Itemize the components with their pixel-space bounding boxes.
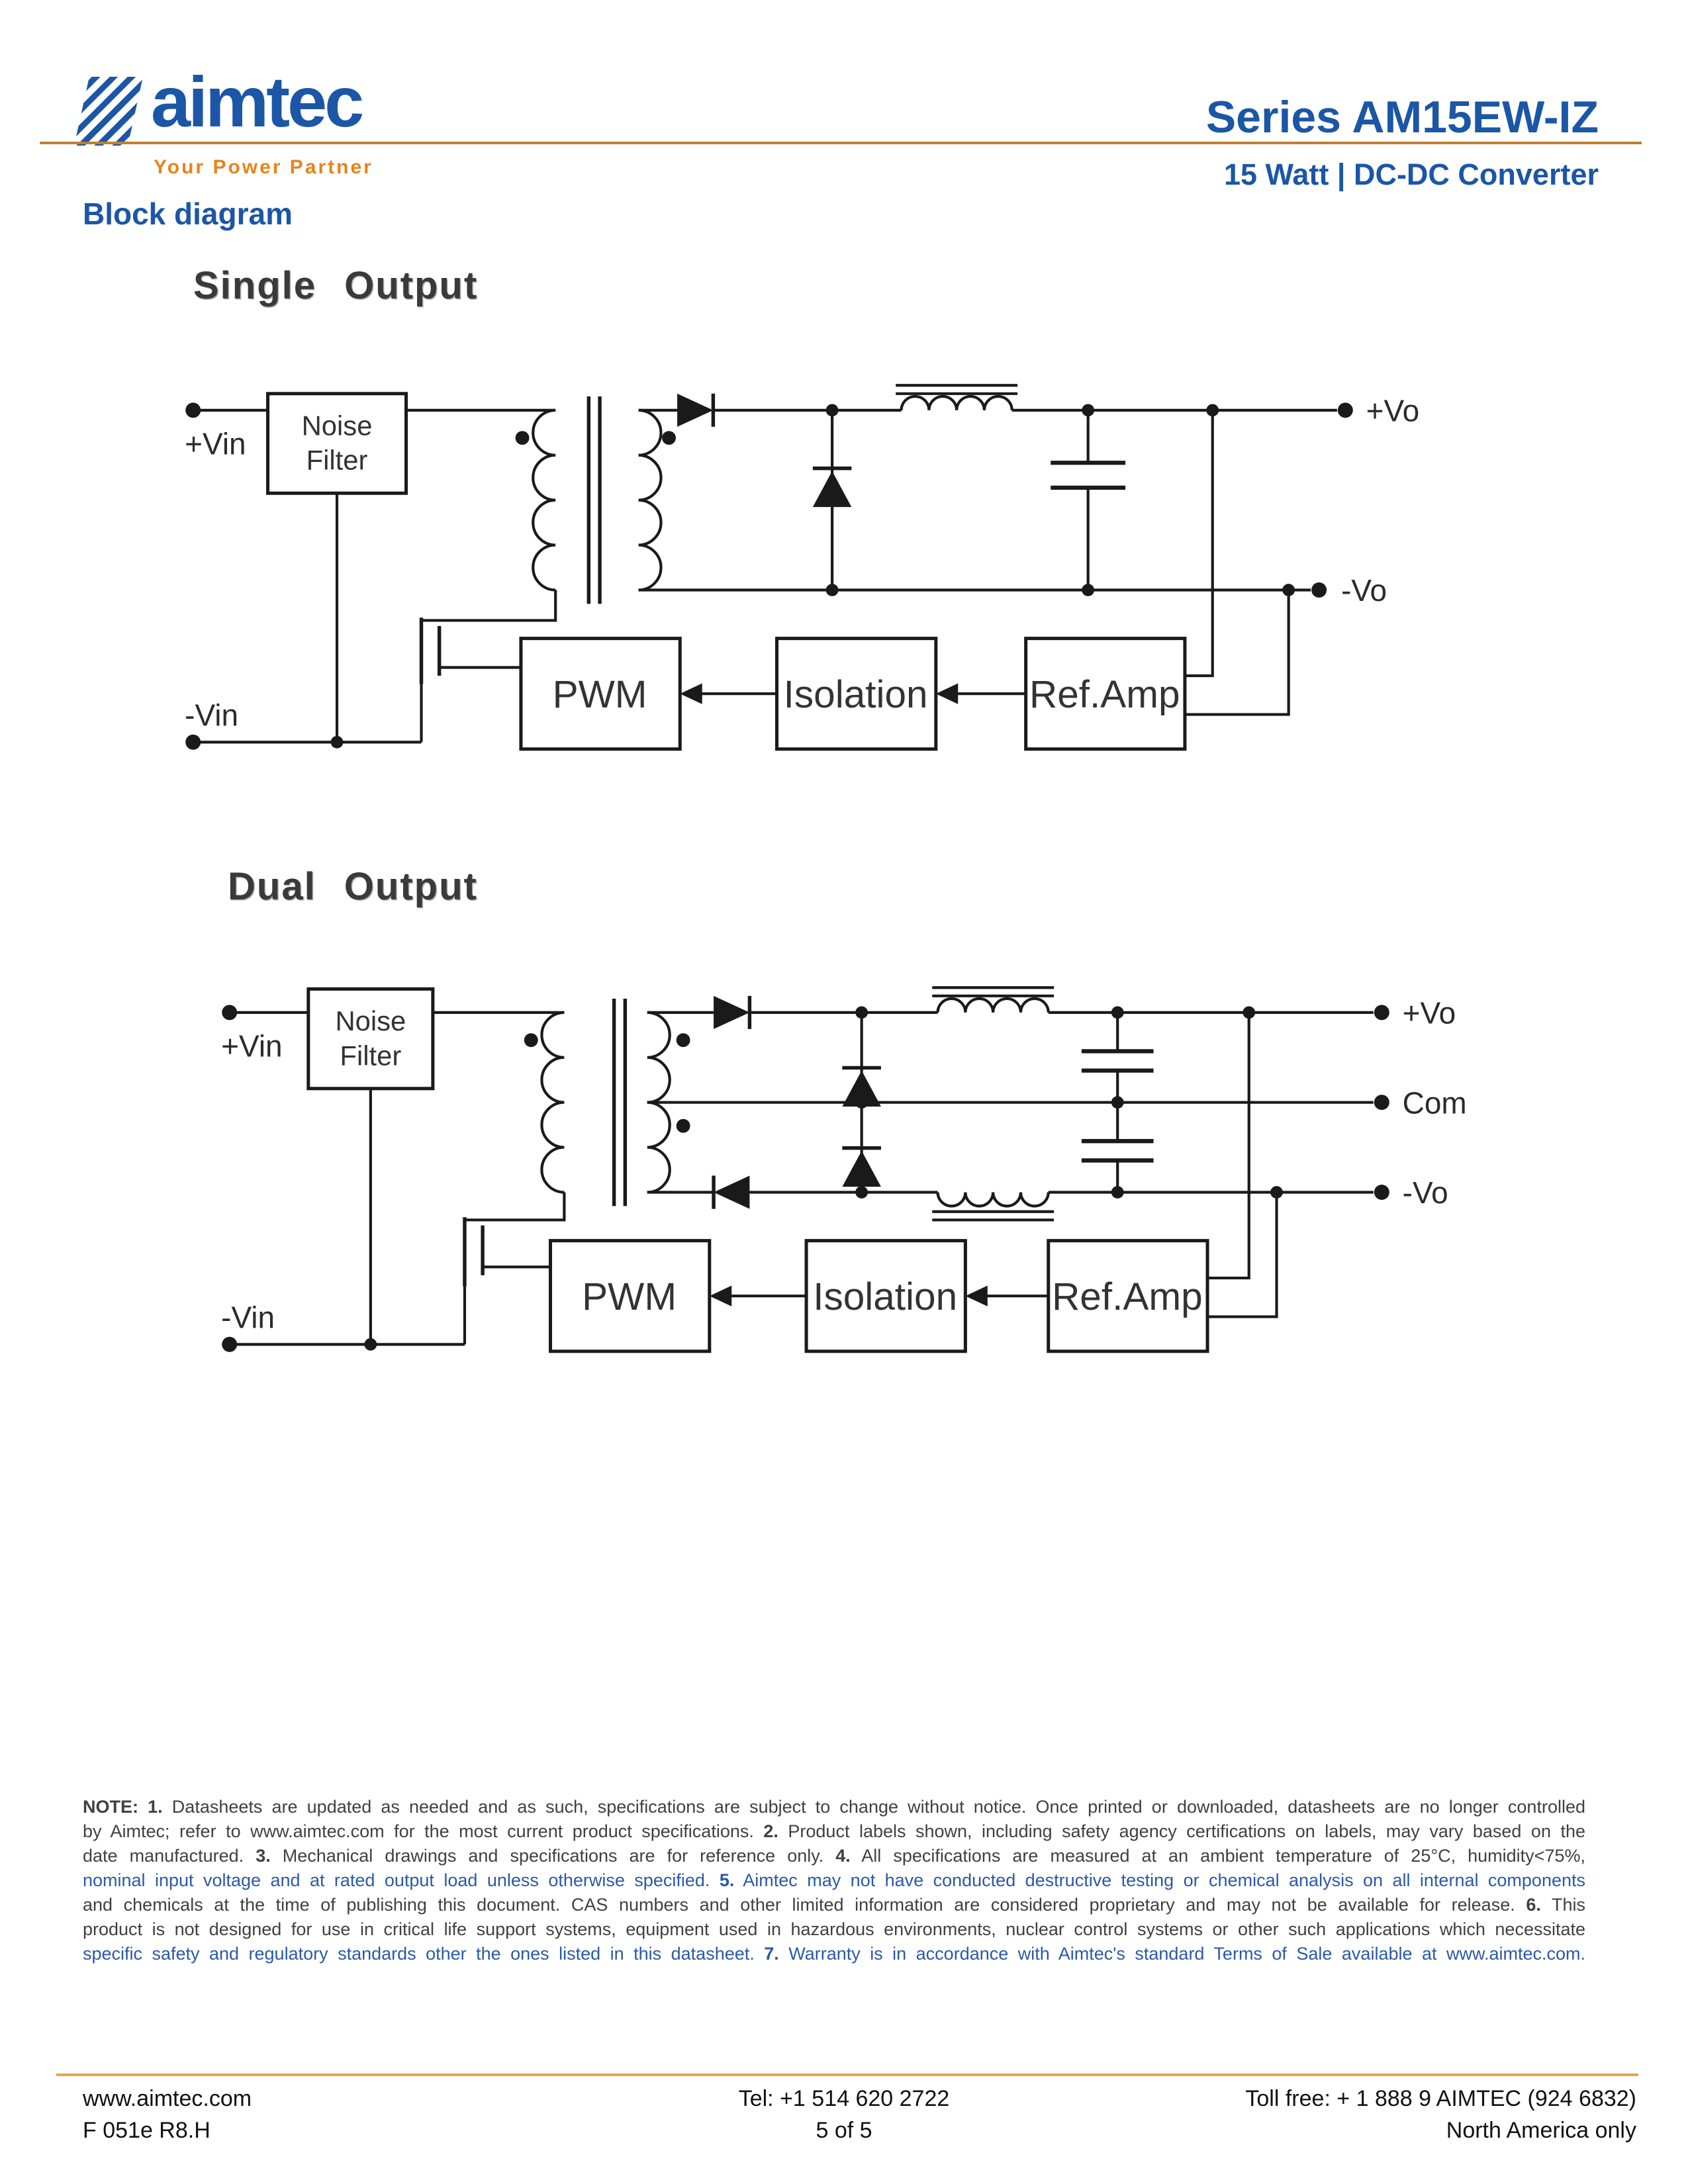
svg-text:-Vin: -Vin bbox=[221, 1300, 275, 1334]
svg-text:-Vo: -Vo bbox=[1403, 1175, 1448, 1210]
pwm-box: PWM bbox=[548, 1239, 712, 1353]
aimtec-logo-icon bbox=[74, 77, 143, 146]
svg-text:Noise: Noise bbox=[335, 1005, 406, 1036]
single-output-diagram: Noise Filter bbox=[185, 384, 1419, 751]
footer-doc-ref: F 051e R8.H bbox=[83, 2118, 211, 2143]
footer-region: North America only bbox=[1446, 2118, 1636, 2143]
svg-text:Filter: Filter bbox=[306, 445, 368, 476]
bottom-inductor-icon bbox=[932, 1192, 1055, 1222]
top-rectifier-diode-icon bbox=[714, 995, 752, 1029]
svg-text:-Vo: -Vo bbox=[1341, 573, 1387, 608]
control-arrows bbox=[709, 1285, 1049, 1306]
dual-output-title: Dual Output bbox=[228, 865, 478, 908]
rectifier-diode-icon bbox=[677, 393, 716, 427]
svg-text:PWM: PWM bbox=[582, 1275, 677, 1318]
svg-text:Isolation: Isolation bbox=[784, 673, 928, 716]
output-rails bbox=[647, 1011, 1374, 1194]
aimtec-logo-text: aimtec bbox=[151, 62, 364, 142]
svg-text:Filter: Filter bbox=[340, 1040, 401, 1071]
svg-text:PWM: PWM bbox=[553, 673, 647, 716]
noise-filter-box: Noise Filter bbox=[306, 987, 435, 1091]
footer-telephone: Tel: +1 514 620 2722 bbox=[738, 2086, 950, 2111]
single-output-title: Single Output bbox=[193, 264, 479, 307]
feedback-wires bbox=[1207, 1006, 1283, 1318]
svg-text:Noise: Noise bbox=[302, 410, 373, 441]
transformer-icon bbox=[515, 396, 676, 604]
note-line: nominal input voltage and at rated outpu… bbox=[83, 1870, 1585, 1890]
feedback-wires bbox=[1184, 404, 1295, 716]
top-inductor-icon bbox=[932, 986, 1055, 1013]
input-wires bbox=[193, 408, 556, 749]
footer-rule bbox=[56, 2073, 1638, 2076]
footer-tollfree: Toll free: + 1 888 9 AIMTEC (924 6832) bbox=[1245, 2086, 1636, 2111]
svg-text:-Vin: -Vin bbox=[185, 698, 238, 732]
svg-text:Isolation: Isolation bbox=[813, 1275, 957, 1318]
dual-output-diagram: Noise Filter bbox=[221, 986, 1467, 1353]
terminals bbox=[185, 402, 1353, 750]
note-line: date manufactured. 3. Mechanical drawing… bbox=[83, 1846, 1585, 1866]
header-rule bbox=[40, 142, 1642, 144]
footer-page-number: 5 of 5 bbox=[816, 2118, 872, 2143]
refamp-box: Ref.Amp bbox=[1047, 1239, 1209, 1353]
isolation-box: Isolation bbox=[804, 1239, 967, 1353]
svg-text:+Vo: +Vo bbox=[1366, 394, 1420, 428]
svg-text:Ref.Amp: Ref.Amp bbox=[1029, 673, 1180, 716]
svg-text:Ref.Amp: Ref.Amp bbox=[1052, 1275, 1203, 1318]
output-capacitor-icon bbox=[1051, 404, 1126, 596]
block-diagram-heading: Block diagram bbox=[83, 197, 293, 231]
terminal-labels: +Vin -Vin +Vo Com -Vo bbox=[221, 996, 1467, 1335]
refamp-box: Ref.Amp bbox=[1024, 637, 1187, 751]
notes-section: NOTE: 1. Datasheets are updated as neede… bbox=[83, 1795, 1585, 1966]
svg-text:Com: Com bbox=[1403, 1085, 1467, 1120]
note-line: NOTE: 1. Datasheets are updated as neede… bbox=[83, 1797, 1585, 1817]
note-line: and chemicals at the time of publishing … bbox=[83, 1895, 1585, 1915]
control-arrows bbox=[680, 683, 1026, 704]
terminal-labels: +Vin -Vin +Vo -Vo bbox=[185, 394, 1419, 733]
transformer-icon bbox=[524, 998, 690, 1206]
terminals bbox=[222, 1005, 1389, 1352]
output-rails bbox=[638, 408, 1337, 592]
noise-filter-box: Noise Filter bbox=[266, 392, 408, 495]
output-inductor-icon bbox=[896, 384, 1018, 410]
pwm-box: PWM bbox=[519, 637, 682, 751]
logo-tagline: Your Power Partner bbox=[154, 156, 373, 178]
svg-text:+Vin: +Vin bbox=[185, 427, 246, 461]
freewheel-diode-icon bbox=[812, 404, 852, 596]
mosfet-icon bbox=[463, 1192, 566, 1345]
series-subtitle: 15 Watt | DC-DC Converter bbox=[1224, 158, 1599, 191]
svg-text:+Vo: +Vo bbox=[1403, 996, 1456, 1030]
bottom-rectifier-diode-icon bbox=[712, 1175, 750, 1209]
bottom-capacitor-icon bbox=[1081, 1102, 1154, 1199]
note-line: by Aimtec; refer to www.aimtec.com for t… bbox=[83, 1821, 1586, 1841]
footer-website: www.aimtec.com bbox=[83, 2086, 252, 2111]
isolation-box: Isolation bbox=[775, 637, 938, 751]
note-line: specific safety and regulatory standards… bbox=[83, 1944, 1585, 1964]
mosfet-icon bbox=[419, 590, 557, 743]
center-diodes-icon bbox=[842, 1006, 881, 1199]
svg-text:+Vin: +Vin bbox=[221, 1029, 282, 1064]
series-title: Series AM15EW-IZ bbox=[1205, 92, 1599, 142]
input-wires bbox=[229, 1011, 565, 1351]
top-capacitor-icon bbox=[1081, 1006, 1154, 1109]
note-line: product is not designed for use in criti… bbox=[83, 1919, 1585, 1939]
